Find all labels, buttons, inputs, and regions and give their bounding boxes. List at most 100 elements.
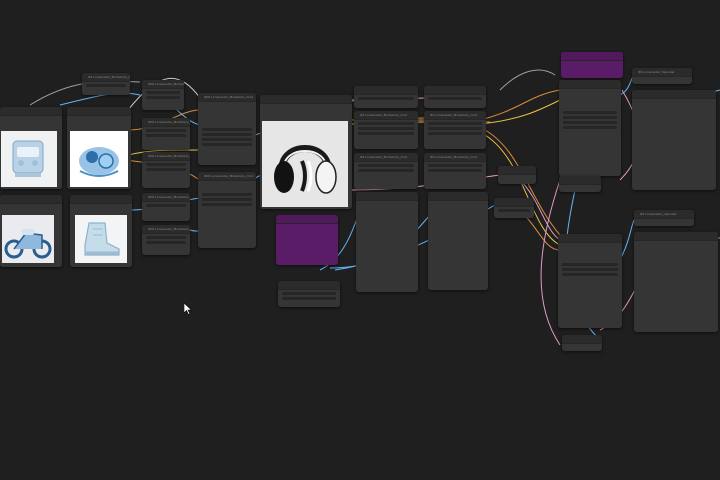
widget-row[interactable] xyxy=(428,164,482,167)
arrow-cursor-icon xyxy=(183,300,193,319)
lora-loader-node[interactable]: #0 LoraLoader_Modelonly_mod xyxy=(82,73,130,95)
lora-loader-node[interactable]: #00 LoraLoader_Modelonly_mod xyxy=(142,193,190,221)
node-title xyxy=(0,107,62,116)
small-output-node[interactable] xyxy=(559,176,601,192)
widget-row[interactable] xyxy=(562,273,618,276)
widget-row[interactable] xyxy=(358,97,414,100)
node-title xyxy=(424,86,486,95)
headphones-image xyxy=(262,121,348,207)
widget-row[interactable] xyxy=(146,96,180,99)
widget-row[interactable] xyxy=(146,134,186,137)
widget-row[interactable] xyxy=(428,169,482,172)
text-prompt-node[interactable] xyxy=(428,192,488,290)
node-title: #0 LoraLoader_Modelonly_mod xyxy=(424,111,486,120)
lora-loader-node[interactable]: #00 LoraLoader_Modelonly_mod xyxy=(142,80,184,110)
node-title xyxy=(632,90,716,99)
widget-row[interactable] xyxy=(202,138,252,141)
upscaler-node[interactable]: #0 LoraLoader_Upscaler xyxy=(634,210,694,226)
node-title xyxy=(428,192,488,201)
widget-row[interactable] xyxy=(146,236,186,239)
widget-row[interactable] xyxy=(498,209,530,212)
node-title: #0 LoraLoader_Modelonly_mod xyxy=(82,73,130,82)
node-title xyxy=(278,281,340,290)
ksampler-node[interactable] xyxy=(559,80,621,176)
widget-row[interactable] xyxy=(146,163,186,166)
sampler-node[interactable]: #00 LoraLoader_Modelonly_mod xyxy=(198,93,256,165)
widget-row[interactable] xyxy=(428,132,482,135)
node-title xyxy=(561,52,623,61)
load-image-node[interactable] xyxy=(67,107,131,189)
load-image-node[interactable] xyxy=(0,195,62,267)
widget-row[interactable] xyxy=(202,143,252,146)
text-prompt-node[interactable] xyxy=(356,192,418,292)
lora-loader-node[interactable]: #00 LoraLoader_Modelonly_mod xyxy=(142,225,190,255)
clip-text-node[interactable] xyxy=(424,86,486,108)
widget-row[interactable] xyxy=(358,164,414,167)
widget-row[interactable] xyxy=(358,169,414,172)
widget-row[interactable] xyxy=(358,132,414,135)
load-image-node[interactable] xyxy=(0,107,62,189)
widget-row[interactable] xyxy=(146,168,186,171)
widget-row[interactable] xyxy=(358,122,414,125)
node-title: #0 LoraLoader_Modelonly_mod xyxy=(354,111,418,120)
wire-link xyxy=(479,89,561,121)
wire-link xyxy=(484,134,561,246)
jewelry-sculpture-image xyxy=(70,131,128,187)
widget-row[interactable] xyxy=(563,116,617,119)
widget-row[interactable] xyxy=(202,198,252,201)
lora-loader-node[interactable]: #00 LoraLoader_Modelonly_mod xyxy=(142,118,190,150)
node-title: #00 LoraLoader_Modelonly_mod xyxy=(142,80,184,89)
widget-row[interactable] xyxy=(146,204,186,207)
ksampler-node[interactable] xyxy=(558,234,622,328)
widget-row[interactable] xyxy=(563,126,617,129)
motorcycle-image xyxy=(2,215,54,263)
widget-row[interactable] xyxy=(282,297,336,300)
node-title xyxy=(634,232,718,241)
widget-row[interactable] xyxy=(562,263,618,266)
widget-row[interactable] xyxy=(202,193,252,196)
clip-text-node[interactable]: #0 LoraLoader_Modelonly_mod xyxy=(424,111,486,149)
node-title xyxy=(260,95,352,104)
node-title xyxy=(70,195,132,204)
widget-row[interactable] xyxy=(146,91,180,94)
widget-row[interactable] xyxy=(358,127,414,130)
upscaler-node[interactable]: #0 LoraLoader_Upscaler xyxy=(632,68,692,84)
widget-row[interactable] xyxy=(146,241,186,244)
node-title: #00 LoraLoader_Modelonly_mod xyxy=(142,193,190,202)
clip-text-node[interactable] xyxy=(354,86,418,108)
conditioning-node[interactable]: #0 LoraLoader_Modelonly_mod xyxy=(424,153,486,189)
save-image-node[interactable] xyxy=(632,90,716,190)
sneaker-image xyxy=(75,215,127,263)
node-title: #00 LoraLoader_Modelonly_mod xyxy=(142,118,190,127)
lora-loader-node[interactable]: #00 LoraLoader_Modelonly_mod xyxy=(142,152,190,188)
reroute-node[interactable] xyxy=(494,198,534,218)
node-title: #0 LoraLoader_Modelonly_mod xyxy=(424,153,486,162)
clip-text-node[interactable]: #0 LoraLoader_Modelonly_mod xyxy=(354,111,418,149)
widget-row[interactable] xyxy=(563,111,617,114)
widget-row[interactable] xyxy=(428,127,482,130)
group-node[interactable] xyxy=(561,52,623,78)
conditioning-node[interactable]: #0 LoraLoader_Modelonly_mod xyxy=(354,153,418,189)
node-title: #00 LoraLoader_Modelonly_mod xyxy=(142,225,190,234)
widget-row[interactable] xyxy=(428,97,482,100)
widget-row[interactable] xyxy=(86,84,126,87)
widget-row[interactable] xyxy=(282,292,336,295)
widget-row[interactable] xyxy=(202,203,252,206)
widget-row[interactable] xyxy=(563,121,617,124)
save-image-node[interactable] xyxy=(634,232,718,332)
widget-row[interactable] xyxy=(562,268,618,271)
preview-image-node[interactable] xyxy=(260,95,352,209)
node-title xyxy=(498,166,536,175)
reroute-node[interactable] xyxy=(498,166,536,184)
group-node[interactable] xyxy=(276,215,338,265)
utility-node[interactable] xyxy=(278,281,340,307)
load-image-node[interactable] xyxy=(70,195,132,267)
small-output-node[interactable] xyxy=(562,335,602,351)
widget-row[interactable] xyxy=(202,133,252,136)
widget-row[interactable] xyxy=(428,122,482,125)
sampler-node[interactable]: #00 LoraLoader_Modelonly_mod xyxy=(198,172,256,248)
widget-row[interactable] xyxy=(146,129,186,132)
widget-row[interactable] xyxy=(202,128,252,131)
node-title: #00 LoraLoader_Modelonly_mod xyxy=(142,152,190,161)
